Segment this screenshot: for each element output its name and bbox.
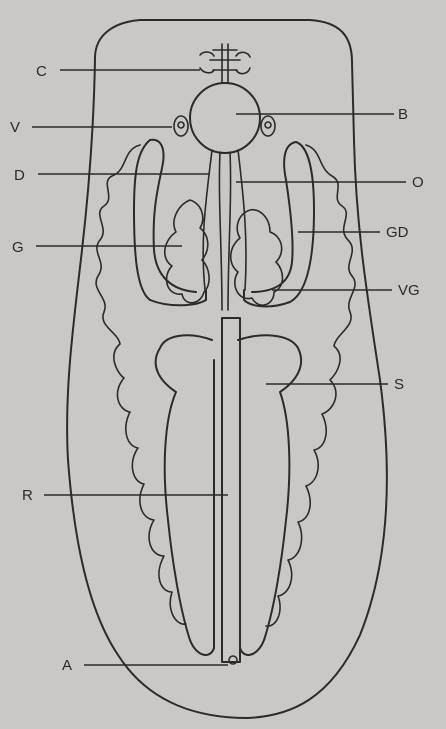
- label-A: A: [62, 657, 72, 674]
- label-G: G: [12, 239, 24, 256]
- right-gland-cluster: [231, 210, 283, 305]
- label-V: V: [10, 119, 20, 136]
- pharynx-rod: [222, 318, 240, 662]
- brain-ganglion: [190, 83, 260, 153]
- label-D: D: [14, 167, 25, 184]
- left-gut-loop: [134, 140, 206, 305]
- right-diverticula: [266, 145, 355, 626]
- label-VG: VG: [398, 282, 420, 299]
- label-O: O: [412, 174, 424, 191]
- label-R: R: [22, 487, 33, 504]
- label-C: C: [36, 63, 47, 80]
- label-S: S: [394, 376, 404, 393]
- label-GD: GD: [386, 224, 409, 241]
- cilia-tuft: [200, 44, 250, 82]
- right-gut-loop: [244, 142, 314, 306]
- body-outline: [67, 20, 387, 718]
- label-B: B: [398, 106, 408, 123]
